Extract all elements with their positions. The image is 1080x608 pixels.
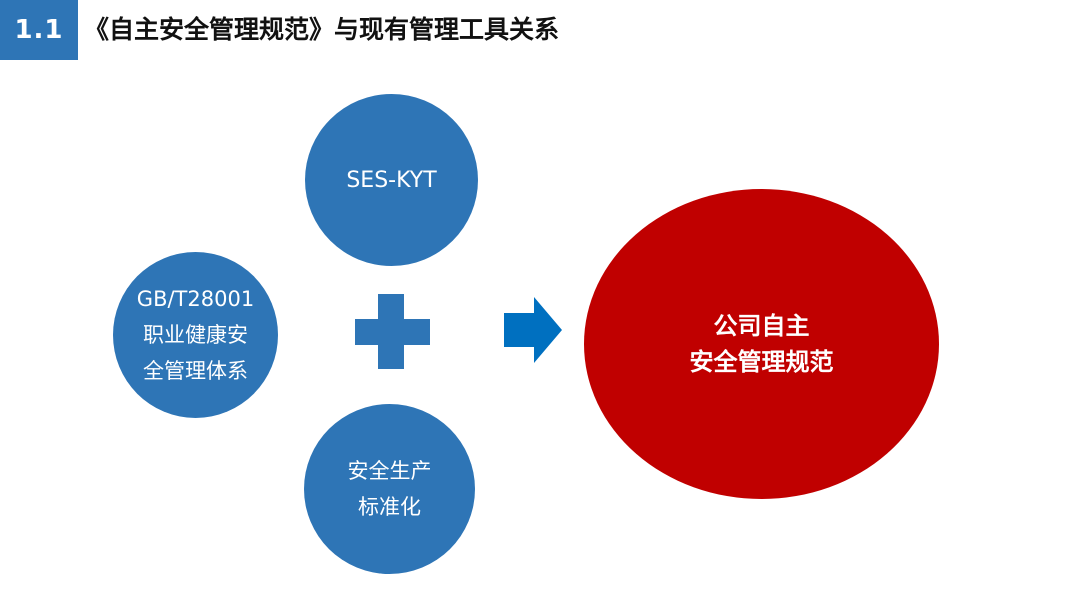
ses-kyt-circle: SES-KYT: [305, 94, 478, 266]
ohsms-label-line: 全管理体系: [142, 359, 248, 383]
safety-standardization-label-line: 安全生产: [347, 459, 432, 483]
ohsms-circle: GB/T28001 职业健康安 全管理体系: [113, 252, 278, 418]
ohsms-label-line: 职业健康安: [142, 323, 248, 347]
company-safety-management-label: 公司自主 安全管理规范: [690, 308, 834, 380]
company-safety-management-label-line: 安全管理规范: [689, 348, 834, 376]
page-title: 《自主安全管理规范》与现有管理工具关系: [84, 15, 560, 44]
company-safety-management-circle: 公司自主 安全管理规范: [584, 189, 939, 499]
company-safety-management-label-line: 公司自主: [713, 312, 810, 340]
section-number: 1.1: [0, 0, 78, 60]
arrow-right-icon: [504, 297, 562, 363]
ses-kyt-label: SES-KYT: [346, 167, 437, 193]
ohsms-label-line: GB/T28001: [136, 287, 255, 311]
safety-standardization-circle: 安全生产 标准化: [304, 404, 475, 574]
safety-standardization-label-line: 标准化: [358, 495, 421, 519]
plus-icon-horizontal-bar: [355, 319, 430, 345]
ohsms-label: GB/T28001 职业健康安 全管理体系: [137, 281, 254, 389]
safety-standardization-label: 安全生产 标准化: [348, 453, 432, 525]
